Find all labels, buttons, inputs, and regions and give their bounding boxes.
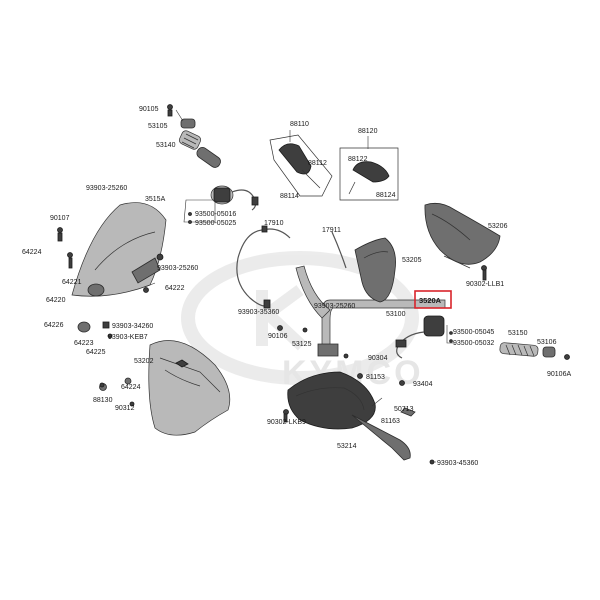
- label-90312: 90312: [115, 405, 135, 412]
- label-90105: 90105: [139, 106, 159, 113]
- label-88112: 88112: [308, 160, 327, 167]
- handlebar-cover-53206: [424, 202, 501, 281]
- label-64224-a: 64224: [22, 249, 42, 256]
- label-90302-LLB1: 90302-LLB1: [466, 281, 504, 288]
- label-88114: 88114: [280, 193, 299, 200]
- label-53206: 53206: [488, 223, 508, 230]
- label-53214: 53214: [337, 443, 357, 450]
- kymco-watermark-logo: [181, 251, 419, 385]
- front-cover-53202: [148, 340, 231, 436]
- label-90304: 90304: [368, 355, 388, 362]
- handlebar-cover-53205: [354, 237, 396, 303]
- mirror-right: [269, 130, 333, 197]
- label-81153: 81153: [366, 374, 385, 381]
- small-screws: [99, 353, 436, 465]
- label-93903-25260-c: 93903-25260: [314, 303, 355, 310]
- label-53140: 53140: [156, 142, 176, 149]
- label-53150: 53150: [508, 330, 528, 337]
- grip-53150: [499, 342, 570, 360]
- label-88124: 88124: [376, 192, 396, 199]
- label-88110: 88110: [290, 121, 309, 128]
- throttle-cables: [236, 225, 347, 309]
- label-53125: 53125: [292, 341, 312, 348]
- label-93903-25260-a: 93903-25260: [86, 185, 127, 192]
- label-53100: 53100: [386, 311, 406, 318]
- label-90106: 90106: [268, 333, 288, 340]
- label-93500-05032: 93500-05032: [453, 340, 494, 347]
- label-17910: 17910: [264, 220, 284, 227]
- mirror-left: [339, 136, 399, 201]
- label-88122: 88122: [348, 156, 368, 163]
- small-fittings-left: [57, 227, 132, 391]
- label-3520A: 3520A: [419, 296, 442, 305]
- label-64222: 64222: [165, 285, 185, 292]
- label-93903-KEB7: 93903-KEB7: [108, 334, 148, 341]
- label-53202: 53202: [134, 358, 154, 365]
- label-93903-45360: 93903-45360: [437, 460, 478, 467]
- label-93500-05045: 93500-05045: [453, 329, 494, 336]
- label-93500-05025: 93500-05025: [195, 220, 236, 227]
- label-88120: 88120: [358, 128, 378, 135]
- label-93500-05016: 93500-05016: [195, 211, 236, 218]
- label-64226: 64226: [44, 322, 64, 329]
- switch-3515A: [183, 185, 259, 224]
- label-93903-34260: 93903-34260: [112, 323, 153, 330]
- label-50713: 50713: [394, 406, 414, 413]
- label-3515A: 3515A: [145, 196, 166, 203]
- part-labels: 90105 53105 53140 88110 88112 88114 8812…: [22, 106, 571, 467]
- label-93404: 93404: [413, 381, 433, 388]
- label-64225: 64225: [86, 349, 106, 356]
- windscreen-bracket: [131, 253, 164, 293]
- label-17911: 17911: [322, 227, 341, 234]
- label-90106A: 90106A: [547, 371, 571, 378]
- highlighted-part-3520A[interactable]: 3520A: [414, 290, 452, 309]
- label-90107: 90107: [50, 215, 70, 222]
- switch-3520A: [395, 315, 455, 359]
- label-88130: 88130: [93, 397, 113, 404]
- grip-assembly: [167, 104, 221, 168]
- handlebar-53100: [277, 265, 446, 357]
- label-93903-35360: 93903-35360: [238, 309, 279, 316]
- highlight-box: [414, 290, 452, 309]
- label-90302-LKB9: 90302-LKB9: [267, 419, 306, 426]
- label-64221: 64221: [62, 279, 82, 286]
- label-64220: 64220: [46, 297, 66, 304]
- windscreen-64220: [71, 202, 167, 297]
- label-53106: 53106: [537, 339, 557, 346]
- label-53205: 53205: [402, 257, 422, 264]
- label-93903-25260-b: 93903-25260: [157, 265, 198, 272]
- label-64224-b: 64224: [121, 384, 141, 391]
- label-64223: 64223: [74, 340, 94, 347]
- label-53105: 53105: [148, 123, 168, 130]
- label-81163: 81163: [381, 418, 400, 425]
- lower-cover-53214: [283, 371, 416, 461]
